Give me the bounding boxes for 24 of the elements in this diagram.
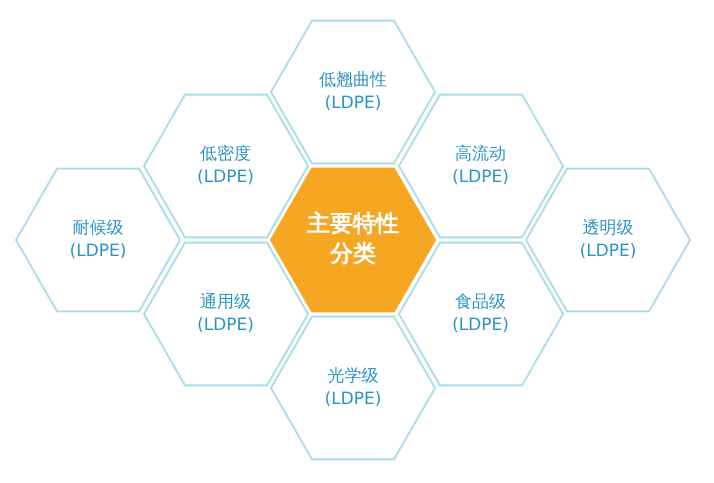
material-label: (LDPE) [324,388,382,411]
hexagon [140,240,310,388]
category-label: 透明级 [582,217,634,240]
hexagon [13,166,183,314]
center-hexagon [268,166,438,314]
material-label: (LDPE) [197,166,254,189]
category-label: 光学级 [328,365,378,388]
category-label: 高流动 [455,143,506,166]
material-label: (LDPE) [580,240,636,263]
hexagon [523,166,693,314]
category-label: 低翘曲性 [319,69,387,92]
material-label: (LDPE) [452,314,509,337]
hexagon [396,240,566,388]
category-label: 耐候级 [72,217,124,240]
material-label: (LDPE) [197,314,254,337]
hexagon [268,18,438,166]
category-label: 食品级 [455,291,506,314]
material-label: (LDPE) [452,166,509,189]
material-label: (LDPE) [324,92,382,115]
category-label: 主要特性分类 [306,210,400,269]
category-label: 低密度 [200,143,251,166]
hexagon [268,314,438,462]
category-label: 通用级 [200,291,251,314]
material-label: (LDPE) [70,240,126,263]
